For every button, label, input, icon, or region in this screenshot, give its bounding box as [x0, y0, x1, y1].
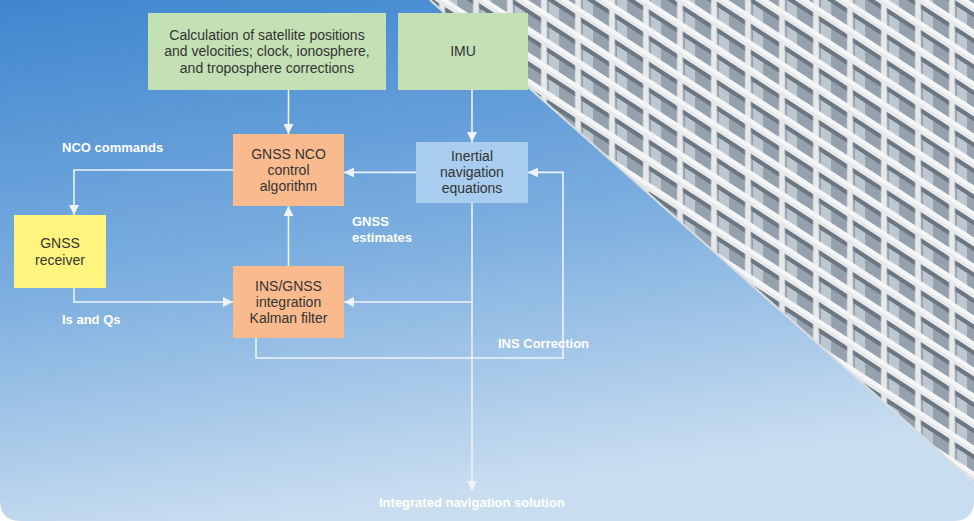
photo-corner [0, 500, 21, 521]
box-text: GNSS NCO control algorithm [241, 146, 336, 195]
signal-label: NCO commands [62, 140, 163, 156]
signal-connector [74, 288, 233, 302]
signal-connector [471, 90, 473, 142]
process-box: Inertial navigation equations [416, 142, 528, 203]
box-text: IMU [450, 43, 476, 59]
sensor-box: IMU [398, 13, 528, 90]
photo-corner [953, 500, 974, 521]
signal-label: INS Correction [498, 336, 589, 352]
signal-connector [344, 172, 416, 174]
signal-connector [288, 206, 290, 266]
output-arrowhead [467, 481, 477, 491]
data-box: Calculation of satellite positions and v… [148, 13, 386, 90]
filter-box: INS/GNSS integration Kalman filter [233, 266, 344, 338]
receiver-box: GNSS receiver [14, 215, 106, 288]
output-label: Integrated navigation solution [379, 495, 565, 511]
box-text: Inertial navigation equations [424, 148, 520, 197]
output-line [471, 302, 473, 482]
signal-connector [344, 203, 472, 302]
box-text: Calculation of satellite positions and v… [156, 27, 378, 76]
process-box: GNSS NCO control algorithm [233, 134, 344, 206]
signal-label: GNSS estimates [352, 214, 424, 245]
box-text: INS/GNSS integration Kalman filter [241, 278, 336, 327]
signal-connector [74, 170, 233, 215]
signal-label: Is and Qs [62, 312, 121, 328]
box-text: GNSS receiver [22, 235, 98, 267]
signal-connector [288, 90, 290, 134]
